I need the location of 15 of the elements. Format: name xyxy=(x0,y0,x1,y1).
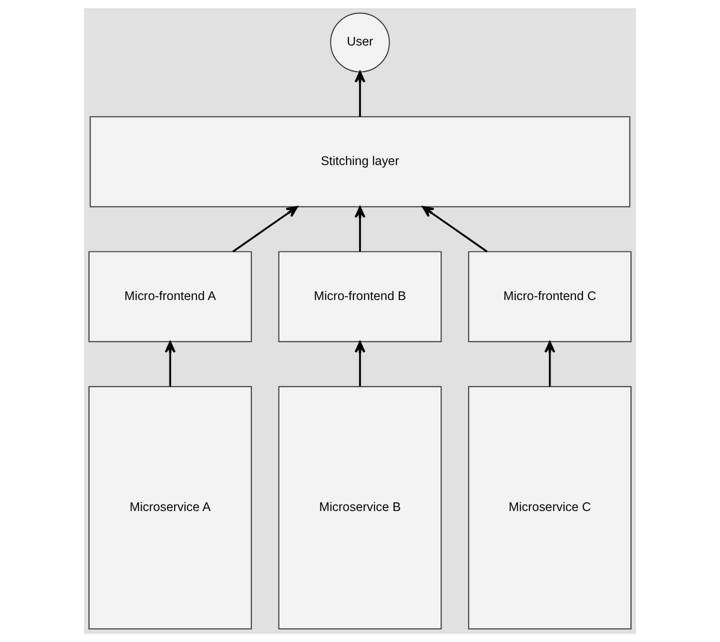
arrow xyxy=(354,341,366,386)
node-box: Microservice A xyxy=(88,386,252,630)
arrow xyxy=(232,206,298,252)
node-box: Micro-frontend C xyxy=(468,251,632,342)
arrow xyxy=(422,206,488,252)
node-circle: User xyxy=(330,12,390,72)
node-box: Stitching layer xyxy=(90,116,630,208)
node-box: Micro-frontend B xyxy=(278,251,442,342)
node-box: Micro-frontend A xyxy=(88,251,252,342)
arrow xyxy=(164,341,176,386)
node-box: Microservice C xyxy=(468,386,632,630)
arrow xyxy=(544,341,556,386)
arrow xyxy=(354,70,366,117)
arrow xyxy=(354,206,366,252)
node-box: Microservice B xyxy=(278,386,442,630)
